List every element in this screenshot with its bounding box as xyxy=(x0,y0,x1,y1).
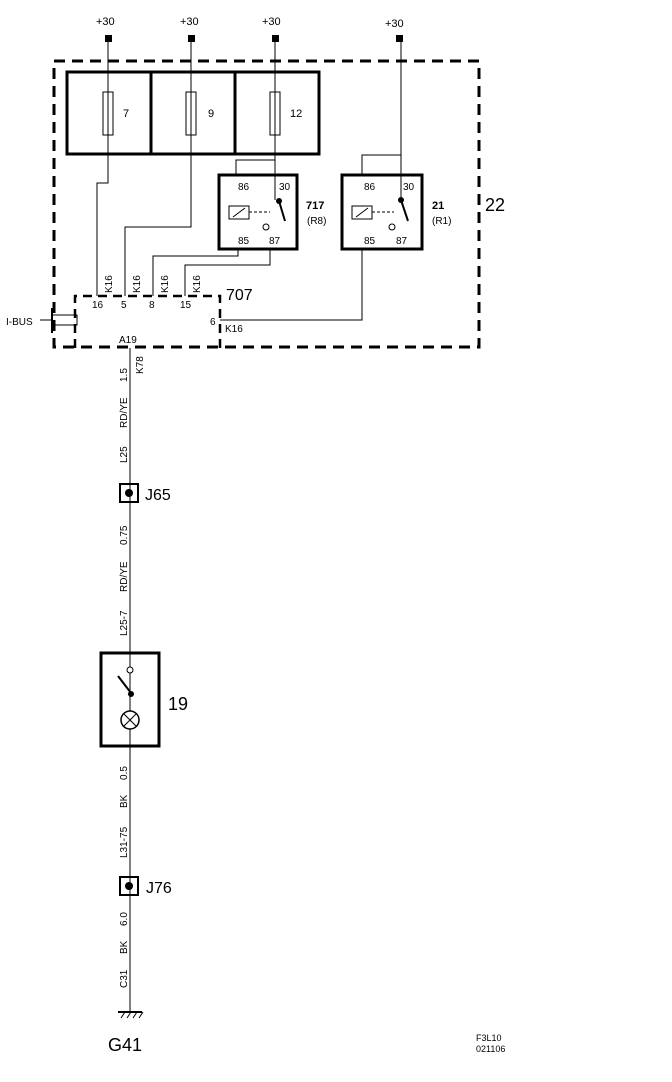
supply-label-3: +30 xyxy=(262,16,281,28)
supply-terminals: +30 +30 +30 +30 xyxy=(96,16,404,42)
junction-j65: J65 xyxy=(119,483,171,504)
ibus-connector: I-BUS xyxy=(6,308,78,333)
wire2-color: RD/YE xyxy=(119,561,130,592)
relay-717-pin-30: 30 xyxy=(279,182,291,193)
junction-j76: J76 xyxy=(119,876,172,897)
wire4-color: BK xyxy=(119,940,130,954)
wire3-section: 0.5 xyxy=(119,766,130,780)
fuse-block-outline xyxy=(65,70,321,156)
connector-707-label: 707 xyxy=(226,287,253,304)
wire-label-k16-1: K16 xyxy=(104,275,115,293)
supply-label-1: +30 xyxy=(96,16,115,28)
relay-21-outline xyxy=(340,173,424,251)
supply-terminal-4 xyxy=(396,35,403,42)
relay-717-pin-86: 86 xyxy=(238,182,250,193)
connector-pin-15: 15 xyxy=(180,300,192,311)
component-19-label: 19 xyxy=(168,694,188,714)
connector-pin-5: 5 xyxy=(121,300,127,311)
supply-label-2: +30 xyxy=(180,16,199,28)
relay-717-code: (R8) xyxy=(307,216,326,227)
wire1-code: L25 xyxy=(119,446,130,463)
relay-717-outline xyxy=(217,173,299,251)
fuse-9-label: 9 xyxy=(208,108,214,120)
connector-pin-6: 6 xyxy=(210,317,216,328)
wire3-code: L31-75 xyxy=(119,826,130,858)
wire3-color: BK xyxy=(119,794,130,808)
wire-label-k16-2: K16 xyxy=(132,275,143,293)
connector-707: 707 16 5 8 15 6 K16 xyxy=(73,287,253,348)
supply-label-4: +30 xyxy=(385,18,404,30)
footer-line-2: 021106 xyxy=(476,1044,505,1054)
wire1-section: 1.5 xyxy=(119,368,130,382)
wire1-color: RD/YE xyxy=(119,397,130,428)
wire-label-k16-4: K16 xyxy=(192,275,203,293)
fuse-12-label: 12 xyxy=(290,108,302,120)
relay-717-pin-85: 85 xyxy=(238,236,250,247)
relay-717-pin-87: 87 xyxy=(269,236,281,247)
a19-label: A19 xyxy=(119,335,137,346)
ibus-label: I-BUS xyxy=(6,317,33,328)
connector-pin-16: 16 xyxy=(92,300,104,311)
ground-label: G41 xyxy=(108,1035,142,1055)
supply-terminal-2 xyxy=(188,35,195,42)
supply-terminal-3 xyxy=(272,35,279,42)
module-22-boundary xyxy=(52,59,481,349)
relay-21-id: 21 xyxy=(432,200,444,212)
relay-21-pin-30: 30 xyxy=(403,182,415,193)
relay-21-pin-87: 87 xyxy=(396,236,408,247)
connector-707-boundary xyxy=(73,294,222,348)
relay-717: 86 30 85 87 717 (R8) xyxy=(217,173,326,251)
module-22-label: 22 xyxy=(485,195,505,215)
relay-717-id: 717 xyxy=(306,200,324,212)
relay-21: 86 30 85 87 21 (R1) xyxy=(340,42,451,251)
relay-21-code: (R1) xyxy=(432,216,451,227)
ground-g41: G41 xyxy=(108,1011,144,1055)
wire4-section: 6.0 xyxy=(119,912,130,926)
wire2-section: 0.75 xyxy=(119,525,130,545)
fuse-block: 7 9 12 xyxy=(65,70,321,156)
relay-21-pin-86: 86 xyxy=(364,182,376,193)
wire2-code: L25-7 xyxy=(119,610,130,636)
junction-j65-label: J65 xyxy=(145,487,171,504)
fuse-7-label: 7 xyxy=(123,108,129,120)
junction-j76-label: J76 xyxy=(146,880,172,897)
component-19: 19 xyxy=(99,651,188,748)
footer-line-1: F3L10 xyxy=(476,1033,502,1043)
connector-pin-8: 8 xyxy=(149,300,155,311)
wire4-code: C31 xyxy=(119,969,130,988)
relay-21-pin-85: 85 xyxy=(364,236,376,247)
wire-label-k16-3: K16 xyxy=(160,275,171,293)
supply-terminal-1 xyxy=(105,35,112,42)
wire1-id: K78 xyxy=(135,356,146,374)
connector-pin-6-wire: K16 xyxy=(225,324,243,335)
